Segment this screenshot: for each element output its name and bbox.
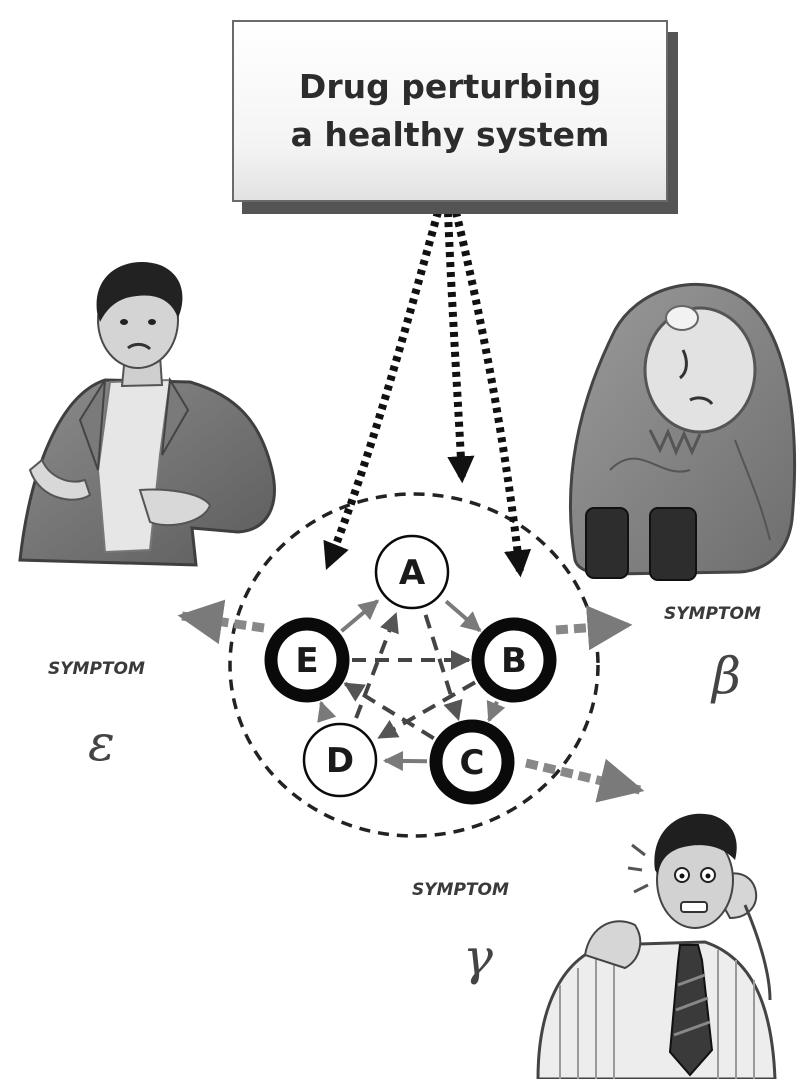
node-c: C [429, 719, 515, 805]
system-boundary [228, 492, 600, 838]
node-circle [471, 617, 557, 703]
node-b: B [471, 617, 557, 703]
title-line-1: Drug perturbing [298, 67, 602, 106]
drug-arrow-to-e [323, 210, 442, 571]
edge-c-d [383, 750, 428, 771]
node-circle [264, 617, 350, 703]
node-d: D [302, 722, 378, 798]
edge-e-a [340, 599, 380, 633]
system-nodes: A B C D E [264, 534, 557, 805]
toothache-figure [536, 813, 777, 1079]
symptom-arrows [177, 599, 645, 803]
node-label: A [399, 553, 426, 593]
drug-arrow-to-b [452, 211, 532, 578]
symptom-epsilon-label: SYMPTOM [48, 659, 145, 679]
edge-b-d [377, 680, 476, 740]
blanket-figure [569, 283, 796, 581]
node-label: B [501, 641, 527, 681]
title-line-2: a healthy system [290, 115, 610, 154]
node-e: E [264, 617, 350, 703]
drug-arrows [323, 210, 532, 578]
edge-c-e [343, 681, 435, 741]
edge-a-b [444, 599, 482, 633]
node-circle [302, 722, 378, 798]
edge-b-c [486, 699, 506, 723]
system-edges [317, 599, 506, 771]
symptom-beta-label: SYMPTOM [664, 604, 761, 624]
drug-arrow-mid [444, 211, 475, 484]
node-a: A [374, 534, 450, 610]
symptom-gamma-label: SYMPTOM [412, 880, 509, 900]
edge-d-a [354, 612, 399, 719]
edge-d-e [317, 700, 337, 723]
node-circle [374, 534, 450, 610]
symptom-arrow-b [555, 605, 633, 651]
edge-a-c [423, 614, 463, 722]
node-label: D [326, 741, 354, 781]
node-label: C [460, 743, 485, 783]
node-circle [429, 719, 515, 805]
symptom-gamma-greek: γ [463, 928, 493, 986]
node-label: E [295, 641, 318, 681]
symptom-arrow-c [524, 758, 645, 803]
symptom-beta-greek: β [710, 647, 741, 705]
title-box: Drug perturbing a healthy system [232, 20, 668, 202]
symptom-epsilon-greek: ε [88, 714, 115, 772]
symptom-arrow-e [177, 599, 265, 645]
back-pain-figure [18, 262, 276, 567]
